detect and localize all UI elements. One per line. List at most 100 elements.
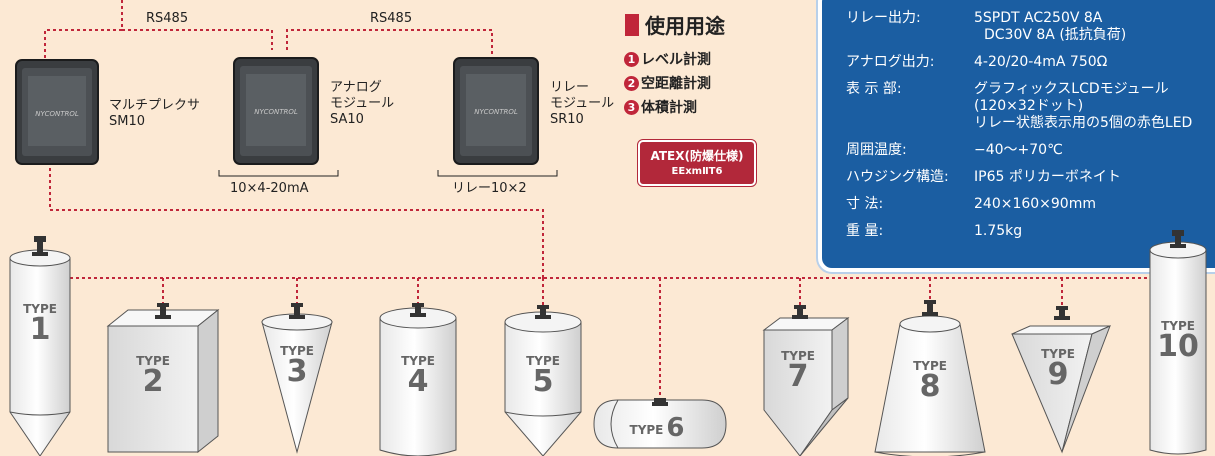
usage-item-3: 3 体積計測 [624, 97, 697, 117]
module-brand-2: NYCONTROL [254, 108, 298, 116]
tank-label-8: TYPE 8 [905, 360, 955, 402]
atex-line-2: EExmⅡT6 [671, 166, 723, 177]
rs485-label-right: RS485 [370, 11, 413, 26]
spec-value: 1.75kg [974, 223, 1023, 239]
usage-item-1: 1 レベル計測 [624, 49, 711, 69]
spec-key: リレー出力: [846, 10, 921, 26]
spec-value: −40〜+70℃ [974, 142, 1063, 158]
relay-module-model: SR10 [550, 112, 584, 127]
spec-key: 重 量: [846, 223, 884, 239]
analog-output-label: 10×4-20mA [230, 181, 309, 196]
analog-module-model: SA10 [330, 112, 364, 127]
sensor-icon [155, 303, 171, 319]
usage-title-text: 使用用途 [645, 14, 725, 38]
spec-value: (120×32ドット) [974, 98, 1084, 114]
sensor-icon [32, 236, 48, 256]
spec-row-dimensions: 寸 法:240×160×90mm [846, 196, 1096, 213]
usage-title-marker [625, 13, 639, 36]
relay-module-name-1: リレー [550, 80, 590, 95]
usage-title: 使用用途 [625, 10, 725, 39]
spec-key: 周囲温度: [846, 142, 907, 158]
spec-value: リレー状態表示用の5個の赤色LED [974, 115, 1193, 131]
relay-module-name-2: モジュール [550, 96, 615, 111]
tank-9 [1011, 325, 1111, 454]
spec-value: DC30V 8A (抵抗負荷) [984, 27, 1127, 43]
spec-row-relay-output-2: DC30V 8A (抵抗負荷) [846, 27, 1126, 44]
module-brand-3: NYCONTROL [474, 108, 518, 116]
tank-number: 4 [407, 364, 429, 399]
usage-label-3: 体積計測 [641, 100, 697, 116]
sensor-icon [1170, 230, 1186, 248]
sensor-icon [1054, 306, 1070, 320]
tank-label-7: TYPE 7 [773, 350, 823, 392]
sensor-icon [289, 303, 305, 319]
analog-module-name-1: アナログ [330, 80, 382, 95]
tank-type-text: TYPE [629, 423, 664, 437]
sensor-icon [792, 305, 808, 319]
tank-number: 3 [286, 354, 308, 389]
spec-value: 4-20/20-4mA 750Ω [974, 54, 1108, 70]
tank-number: 7 [787, 359, 809, 394]
tank-label-2: TYPE 2 [128, 355, 178, 397]
tank-number: 1 [29, 312, 51, 347]
rs485-label-left: RS485 [146, 11, 189, 26]
tank-3 [261, 313, 333, 454]
multiplexer-model: SM10 [109, 114, 146, 129]
spec-value: グラフィックスLCDモジュール [974, 81, 1169, 97]
usage-number-2: 2 [624, 75, 639, 91]
tank-8 [874, 315, 986, 456]
tank-type-text: TYPE [526, 354, 560, 368]
spec-value: 240×160×90mm [974, 196, 1096, 212]
sensor-icon [410, 303, 426, 317]
multiplexer-module-image: NYCONTROL [15, 59, 99, 165]
spec-row-display: 表 示 部:グラフィックスLCDモジュール [846, 81, 1169, 98]
usage-label-2: 空距離計測 [641, 76, 711, 92]
tank-number: 6 [666, 413, 685, 443]
spec-value: IP65 ポリカーボネイト [974, 169, 1121, 185]
tank-number: 2 [142, 364, 164, 399]
tank-label-10: TYPE 10 [1153, 320, 1203, 362]
tank-7 [762, 317, 850, 456]
usage-number-3: 3 [624, 99, 639, 115]
tank-label-4: TYPE 4 [393, 355, 443, 397]
relay-module-label: リレー モジュール SR10 [550, 80, 614, 128]
tank-type-text: TYPE [280, 344, 314, 358]
tank-number: 10 [1157, 329, 1199, 364]
spec-value: 5SPDT AC250V 8A [974, 10, 1103, 26]
sensor-icon [922, 300, 938, 316]
tank-type-text: TYPE [136, 354, 170, 368]
module-brand-1: NYCONTROL [35, 110, 79, 118]
tank-label-5: TYPE 5 [518, 355, 568, 397]
atex-line-1: ATEX(防爆仕様) [650, 149, 744, 163]
multiplexer-name: マルチプレクサ [109, 98, 201, 113]
tank-label-9: TYPE 9 [1033, 348, 1083, 390]
usage-label-1: レベル計測 [641, 52, 711, 68]
spec-row-display-2: (120×32ドット) [846, 98, 1083, 115]
spec-panel: リレー出力: 5SPDT AC250V 8A DC30V 8A (抵抗負荷) アナ… [818, 0, 1215, 272]
spec-row-relay-output: リレー出力: 5SPDT AC250V 8A [846, 10, 1102, 27]
tank-10 [1149, 241, 1207, 455]
sensor-icon [652, 398, 668, 406]
tank-type-text: TYPE [781, 349, 815, 363]
atex-badge: ATEX(防爆仕様) EExmⅡT6 [637, 139, 757, 187]
tank-type-text: TYPE [1161, 319, 1195, 333]
spec-row-temperature: 周囲温度: −40〜+70℃ [846, 142, 1063, 159]
tank-number: 9 [1047, 357, 1069, 392]
spec-row-weight: 重 量: 1.75kg [846, 223, 1022, 240]
analog-module-label: アナログ モジュール SA10 [330, 80, 394, 128]
spec-key: アナログ出力: [846, 54, 935, 70]
tank-label-3: TYPE 3 [272, 345, 322, 387]
tank-number: 5 [532, 364, 554, 399]
tank-type-text: TYPE [913, 359, 947, 373]
analog-module-image: NYCONTROL [233, 57, 319, 165]
spec-row-housing: ハウジング構造:IP65 ポリカーボネイト [846, 169, 1121, 186]
spec-row-analog-output: アナログ出力: 4-20/20-4mA 750Ω [846, 54, 1107, 71]
usage-item-2: 2 空距離計測 [624, 73, 711, 93]
tank-number: 8 [919, 369, 941, 404]
relay-output-label: リレー10×2 [452, 181, 527, 196]
tank-type-text: TYPE [1041, 347, 1075, 361]
tank-2 [106, 308, 220, 454]
